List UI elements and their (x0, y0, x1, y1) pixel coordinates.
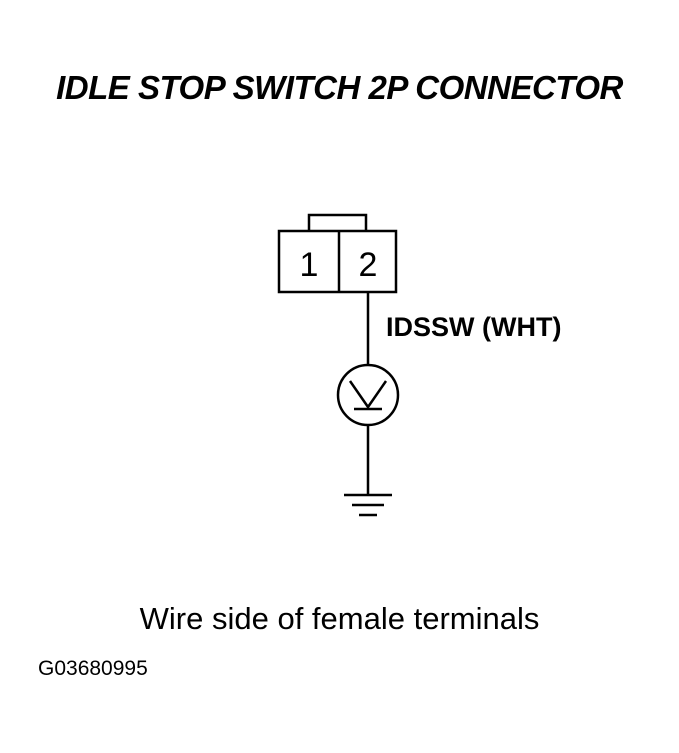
ground-icon (344, 493, 392, 517)
connector-housing (277, 229, 398, 294)
figure-id: G03680995 (38, 657, 148, 680)
voltmeter-icon (336, 363, 400, 427)
pin-2-label: 2 (359, 246, 378, 284)
diagram-title: IDLE STOP SWITCH 2P CONNECTOR (56, 69, 623, 106)
pin-1-label: 1 (300, 246, 319, 284)
diagram-caption: Wire side of female terminals (139, 601, 540, 636)
wire-label: IDSSW (WHT) (386, 312, 562, 342)
connector-latch (307, 213, 368, 231)
